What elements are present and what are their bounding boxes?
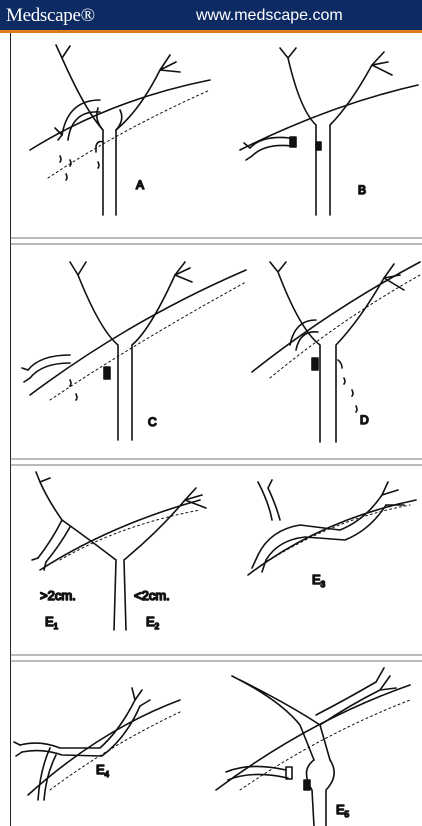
diagram-e5	[216, 668, 410, 826]
label-e5: E5	[336, 802, 350, 819]
diagram-b	[240, 48, 418, 215]
diagram-e4	[14, 688, 180, 800]
label-e3: E3	[312, 572, 326, 589]
label-d: D	[360, 413, 369, 427]
label-e2: E2	[146, 614, 160, 631]
label-a: A	[136, 178, 144, 192]
label-e4: E4	[96, 762, 110, 779]
label-b: B	[358, 183, 366, 197]
diagram-d	[252, 262, 420, 442]
label-e1: E1	[45, 614, 59, 631]
diagram-a	[30, 45, 210, 215]
label-lt2cm: <2cm.	[134, 588, 170, 603]
diagram-e1-e2	[32, 472, 206, 630]
diagram-e3	[248, 480, 416, 575]
diagram-c	[22, 262, 246, 440]
label-c: C	[148, 415, 157, 429]
label-gt2cm: >2cm.	[40, 588, 76, 603]
